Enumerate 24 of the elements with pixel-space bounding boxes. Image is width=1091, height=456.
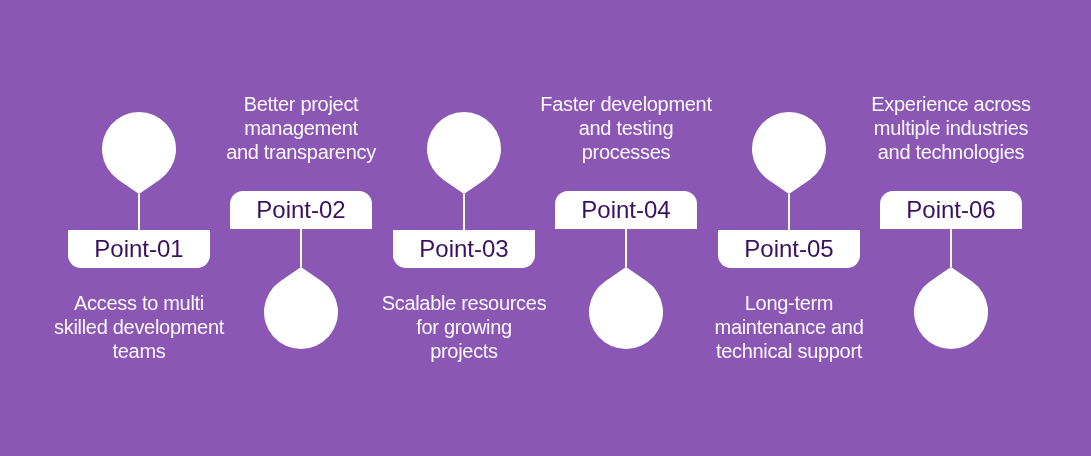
- balloon-icon: [913, 266, 989, 350]
- connector-line: [463, 193, 465, 231]
- description-text: Experience across multiple industries and technologies: [871, 92, 1031, 164]
- point-tag: Point-02: [230, 191, 372, 229]
- balloon-icon: [101, 111, 177, 195]
- point-tag: Point-03: [393, 230, 535, 268]
- connector-line: [625, 228, 627, 268]
- description-text: Faster development and testing processes: [540, 92, 712, 164]
- connector-line: [138, 193, 140, 231]
- balloon-icon: [263, 266, 339, 350]
- point-tag: Point-04: [555, 191, 697, 229]
- description-text: Long-term maintenance and technical support: [714, 291, 864, 363]
- connector-line: [950, 228, 952, 268]
- point-tag: Point-05: [718, 230, 860, 268]
- point-tag: Point-01: [68, 230, 210, 268]
- description-text: Scalable resources for growing projects: [381, 291, 547, 363]
- point-tag: Point-06: [880, 191, 1022, 229]
- connector-line: [788, 193, 790, 231]
- connector-line: [300, 228, 302, 268]
- balloon-icon: [751, 111, 827, 195]
- description-text: Better project management and transparency: [226, 92, 376, 164]
- description-text: Access to multi skilled development teams: [54, 291, 224, 363]
- balloon-icon: [426, 111, 502, 195]
- balloon-icon: [588, 266, 664, 350]
